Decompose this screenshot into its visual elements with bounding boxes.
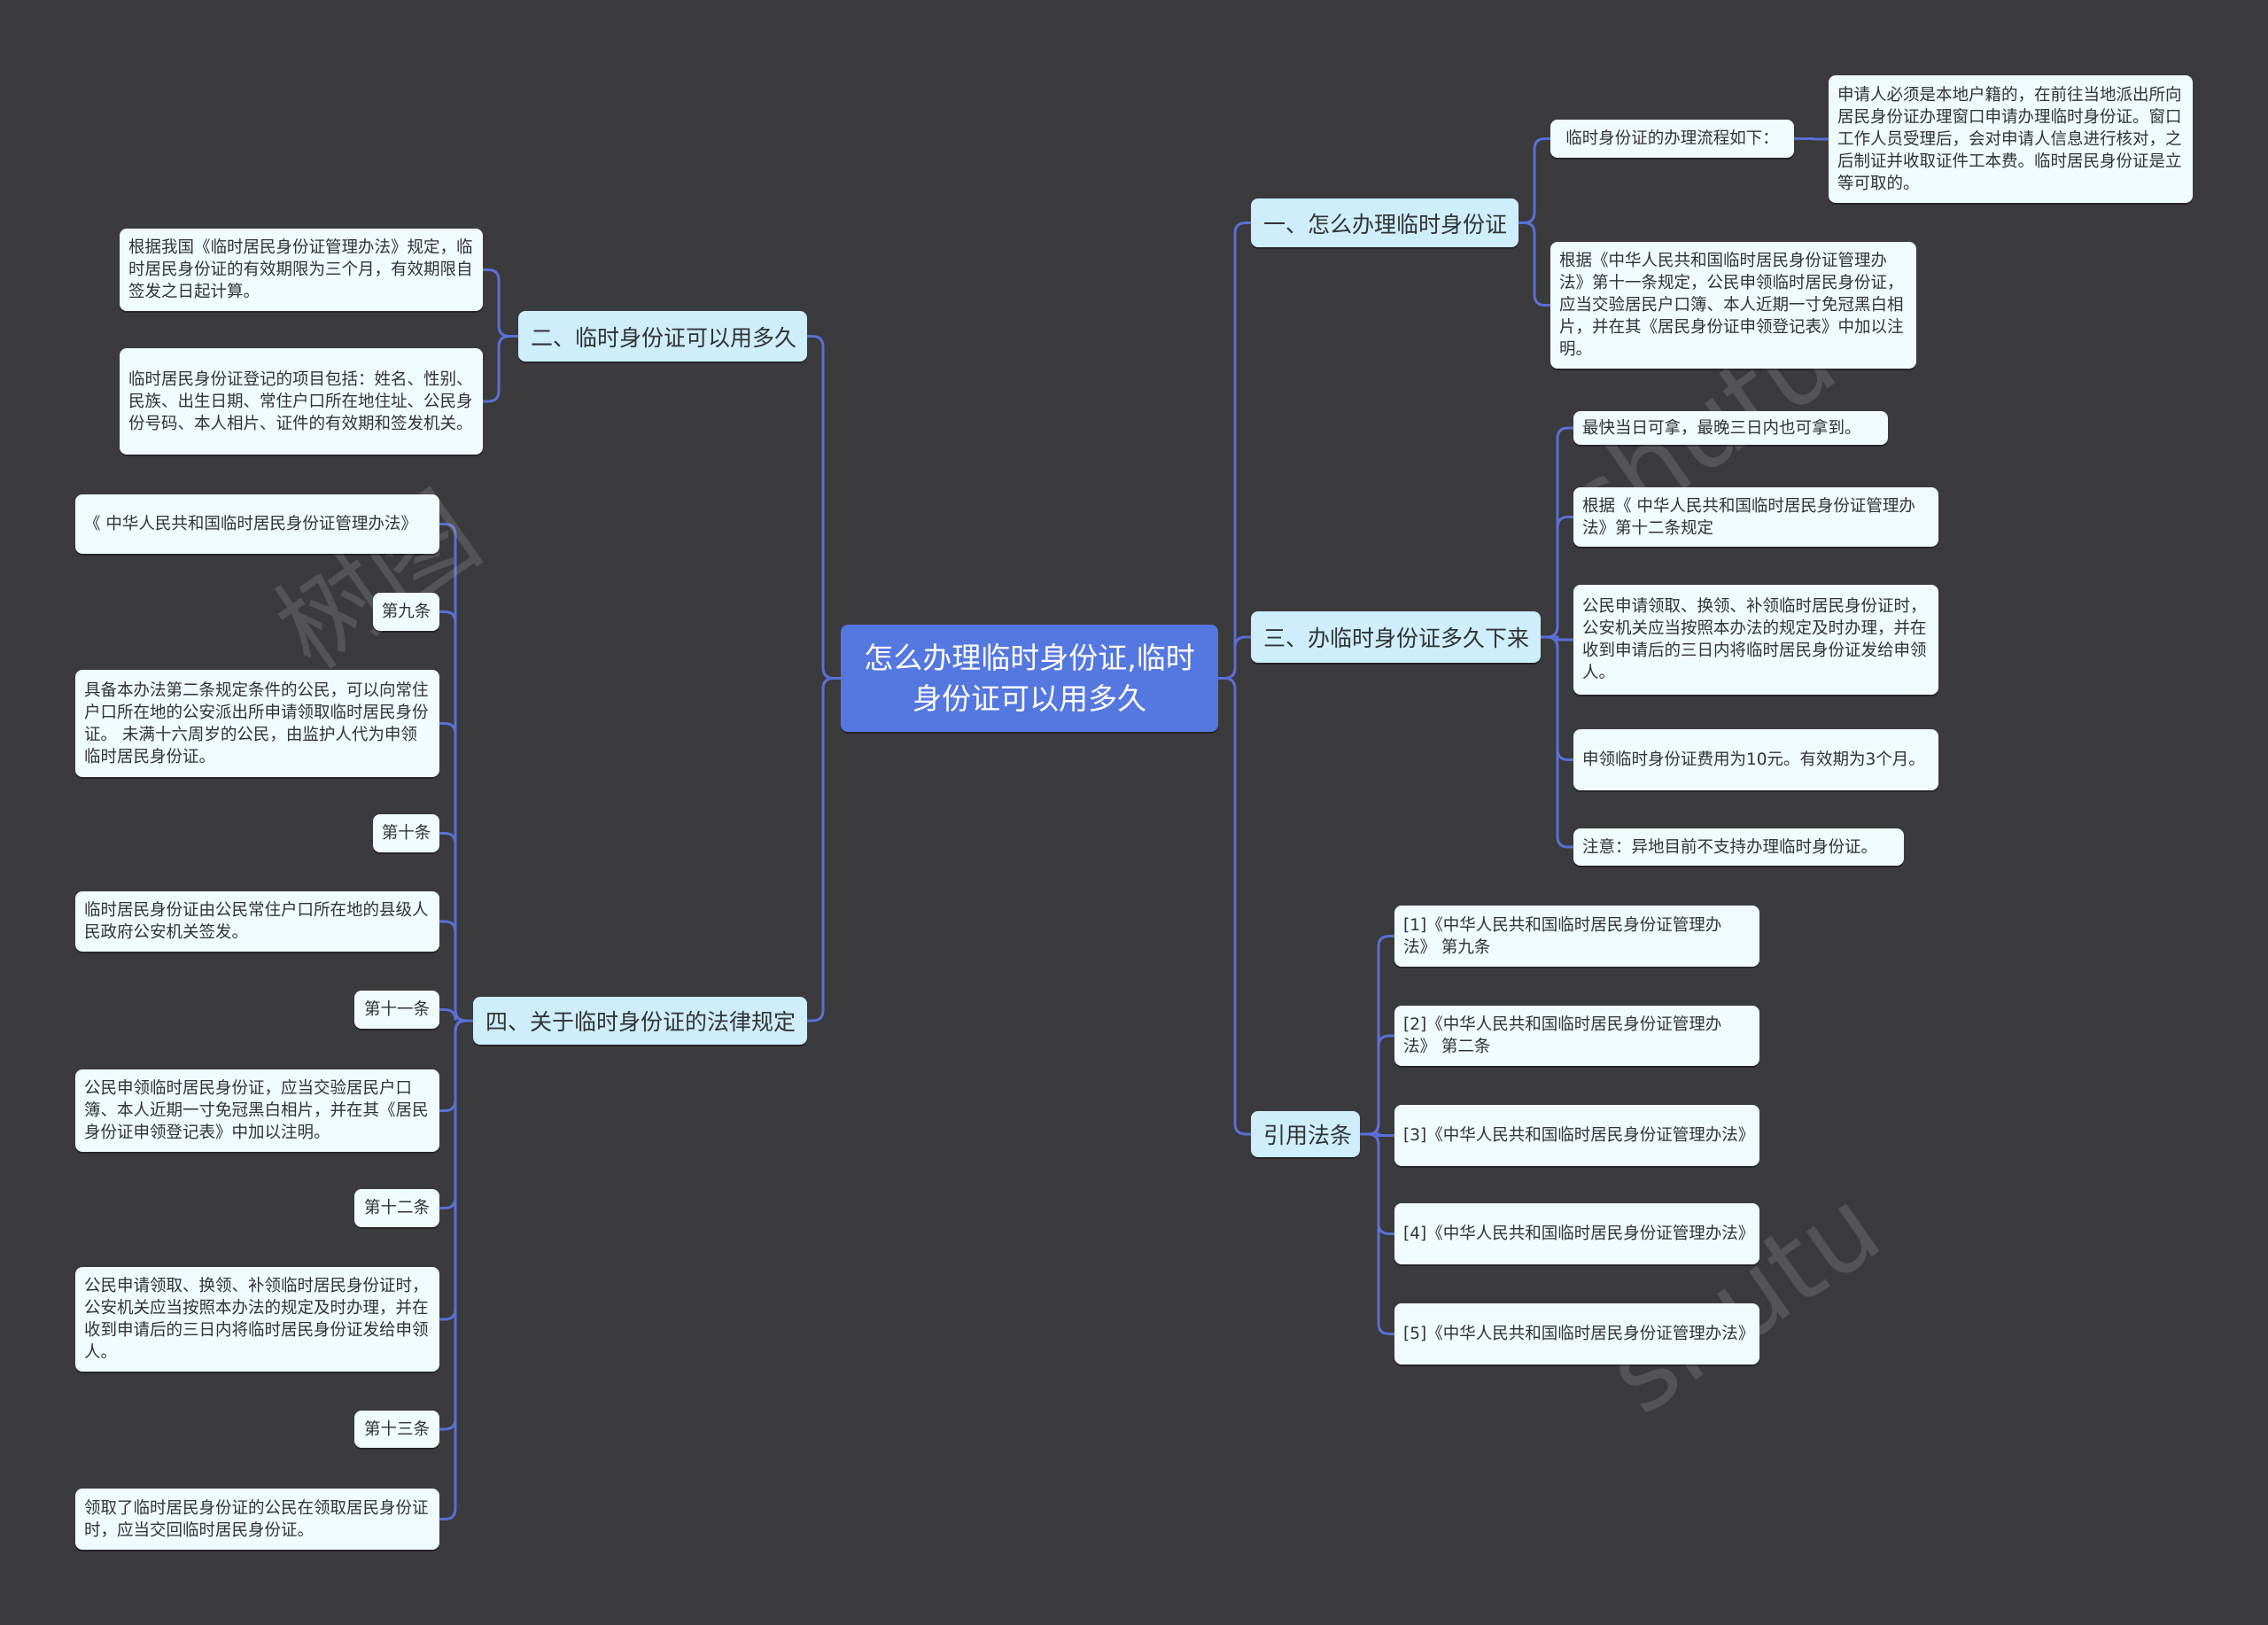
branch-citations[interactable]: 引用法条 <box>1251 1111 1360 1157</box>
connector-line <box>1541 516 1573 639</box>
central-topic[interactable]: 怎么办理临时身份证,临时身份证可以用多久 <box>841 625 1218 732</box>
connector-line <box>439 1019 473 1209</box>
law-title[interactable]: 《 中华人民共和国临时居民身份证管理办法》 <box>75 494 439 554</box>
connector-line <box>439 920 473 1022</box>
connector-line <box>439 1019 473 1431</box>
connector-line <box>1218 222 1251 680</box>
citation-item[interactable]: [2]《中华人民共和国临时居民身份证管理办法》 第二条 <box>1394 1006 1759 1066</box>
connector-line <box>1541 426 1573 639</box>
connector-line <box>439 523 473 1022</box>
connector-line <box>1360 1034 1394 1136</box>
list-item[interactable]: 最快当日可拿，最晚三日内也可拿到。 <box>1573 411 1888 445</box>
connector-line <box>439 832 473 1022</box>
connector-line <box>1541 635 1573 849</box>
article-label[interactable]: 第十一条 <box>354 991 439 1029</box>
connector-line <box>1541 635 1573 761</box>
article-text[interactable]: 公民申领临时居民身份证，应当交验居民户口簿、本人近期一寸免冠黑白相片，并在其《居… <box>75 1069 439 1152</box>
connector-line <box>483 268 518 338</box>
list-item[interactable]: 根据《 中华人民共和国临时居民身份证管理办法》第十二条规定 <box>1573 487 1938 547</box>
connector-line <box>439 1019 473 1112</box>
connector-line <box>439 1019 473 1520</box>
rule-article-11[interactable]: 根据《中华人民共和国临时居民身份证管理办法》第十一条规定，公民申领临时居民身份证… <box>1550 242 1916 369</box>
connector-line <box>1218 635 1251 680</box>
article-label[interactable]: 第九条 <box>373 593 439 631</box>
list-item[interactable]: 公民申请领取、换领、补领临时居民身份证时，公安机关应当按照本办法的规定及时办理，… <box>1573 585 1938 695</box>
connector-line <box>1218 677 1251 1136</box>
connector-line <box>1541 635 1573 641</box>
connector-line <box>439 722 473 1022</box>
branch-validity[interactable]: 二、临时身份证可以用多久 <box>518 311 807 362</box>
list-item[interactable]: 临时居民身份证登记的项目包括：姓名、性别、民族、出生日期、常住户口所在地住址、公… <box>120 348 483 455</box>
connector-line <box>483 335 518 403</box>
list-item[interactable]: 申领临时身份证费用为10元。有效期为3个月。 <box>1573 729 1938 790</box>
list-item[interactable]: 根据我国《临时居民身份证管理办法》规定，临时居民身份证的有效期限为三个月，有效期… <box>120 229 483 311</box>
citation-item[interactable]: [1]《中华人民共和国临时居民身份证管理办法》 第九条 <box>1394 906 1759 967</box>
process-label[interactable]: 临时身份证的办理流程如下： <box>1550 120 1794 158</box>
article-text[interactable]: 领取了临时居民身份证的公民在领取居民身份证时，应当交回临时居民身份证。 <box>75 1489 439 1550</box>
citation-item[interactable]: [4]《中华人民共和国临时居民身份证管理办法》 <box>1394 1203 1759 1264</box>
connector-line <box>439 1008 473 1022</box>
article-text[interactable]: 具备本办法第二条规定条件的公民，可以向常住户口所在地的公安派出所申请领取临时居民… <box>75 670 439 777</box>
connector-line <box>1360 935 1394 1136</box>
connector-line <box>439 1019 473 1321</box>
article-text[interactable]: 公民申请领取、换领、补领临时居民身份证时，公安机关应当按照本办法的规定及时办理，… <box>75 1267 439 1372</box>
watermark: 树图 <box>255 470 501 694</box>
citation-item[interactable]: [3]《中华人民共和国临时居民身份证管理办法》 <box>1394 1105 1759 1166</box>
list-item[interactable]: 注意：异地目前不支持办理临时身份证。 <box>1573 828 1904 866</box>
connector-line <box>807 335 841 680</box>
connector-line <box>1518 137 1550 224</box>
article-label[interactable]: 第十三条 <box>354 1411 439 1448</box>
connector-line <box>1360 1132 1394 1235</box>
branch-how-long-to-get[interactable]: 三、办临时身份证多久下来 <box>1251 611 1541 663</box>
citation-item[interactable]: [5]《中华人民共和国临时居民身份证管理办法》 <box>1394 1303 1759 1365</box>
connector-line <box>1360 1132 1394 1137</box>
connector-line <box>1794 137 1829 141</box>
article-text[interactable]: 临时居民身份证由公民常住户口所在地的县级人民政府公安机关签发。 <box>75 891 439 952</box>
process-detail[interactable]: 申请人必须是本地户籍的，在前往当地派出所向居民身份证办理窗口申请办理临时身份证。… <box>1829 75 2193 203</box>
branch-how-to-apply[interactable]: 一、怎么办理临时身份证 <box>1251 198 1518 247</box>
connector-line <box>1360 1132 1394 1335</box>
connector-line <box>439 610 473 1022</box>
article-label[interactable]: 第十条 <box>373 814 439 852</box>
article-label[interactable]: 第十二条 <box>354 1189 439 1227</box>
connector-line <box>807 677 841 1022</box>
connector-line <box>1518 222 1550 307</box>
branch-legal-provisions[interactable]: 四、关于临时身份证的法律规定 <box>473 997 807 1045</box>
